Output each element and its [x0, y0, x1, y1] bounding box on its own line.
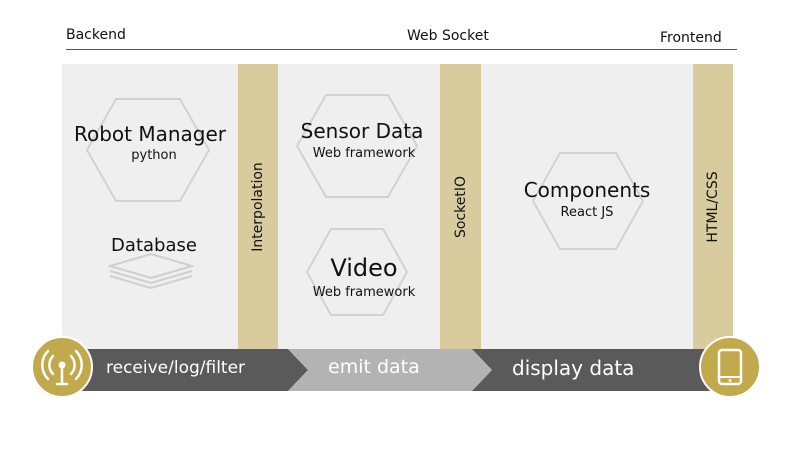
- emit-arrow: [288, 349, 492, 391]
- frontend-line: [494, 49, 737, 50]
- right-circle: [699, 336, 761, 398]
- antenna-icon: [41, 349, 83, 386]
- database-title: Database: [111, 235, 197, 256]
- websocket-panel: [278, 64, 440, 354]
- html-css-label: HTML/CSS: [705, 171, 721, 243]
- robot-manager-subtitle: python: [131, 148, 177, 163]
- frontend-label: Frontend: [660, 30, 722, 46]
- display-arrow: [472, 349, 714, 391]
- socketio-label: SocketIO: [452, 175, 469, 239]
- sensor-data-title: Sensor Data: [300, 119, 424, 143]
- interpolation-label: Interpolation: [250, 162, 266, 252]
- receive-arrow: [82, 349, 308, 391]
- left-circle: [31, 336, 93, 398]
- websocket-label: Web Socket: [407, 28, 489, 44]
- components-title: Components: [523, 178, 651, 202]
- emit-stage-label: emit data: [328, 356, 420, 378]
- socketio-band: SocketIO: [440, 64, 481, 350]
- video-hexagon: [306, 228, 408, 316]
- video-title: Video: [330, 254, 398, 282]
- backend-panel: [62, 64, 238, 354]
- components-subtitle: React JS: [560, 205, 614, 220]
- backend-line: [66, 49, 494, 50]
- interpolation-band: Interpolation: [238, 64, 278, 350]
- tablet-icon: [717, 348, 743, 386]
- html-css-band: HTML/CSS: [693, 64, 733, 350]
- sensor-data-hexagon: [296, 94, 418, 198]
- components-hexagon: [532, 152, 644, 250]
- receive-stage-label: receive/log/filter: [106, 358, 246, 378]
- robot-manager-title: Robot Manager: [73, 122, 227, 146]
- database-stack-icon: [108, 252, 194, 290]
- display-stage-label: display data: [512, 356, 635, 380]
- frontend-panel: [481, 64, 693, 354]
- sensor-data-subtitle: Web framework: [312, 146, 416, 161]
- robot-manager-hexagon: [86, 98, 210, 202]
- pipeline-arrows: [82, 349, 714, 391]
- video-subtitle: Web framework: [312, 285, 416, 300]
- backend-label: Backend: [66, 27, 126, 43]
